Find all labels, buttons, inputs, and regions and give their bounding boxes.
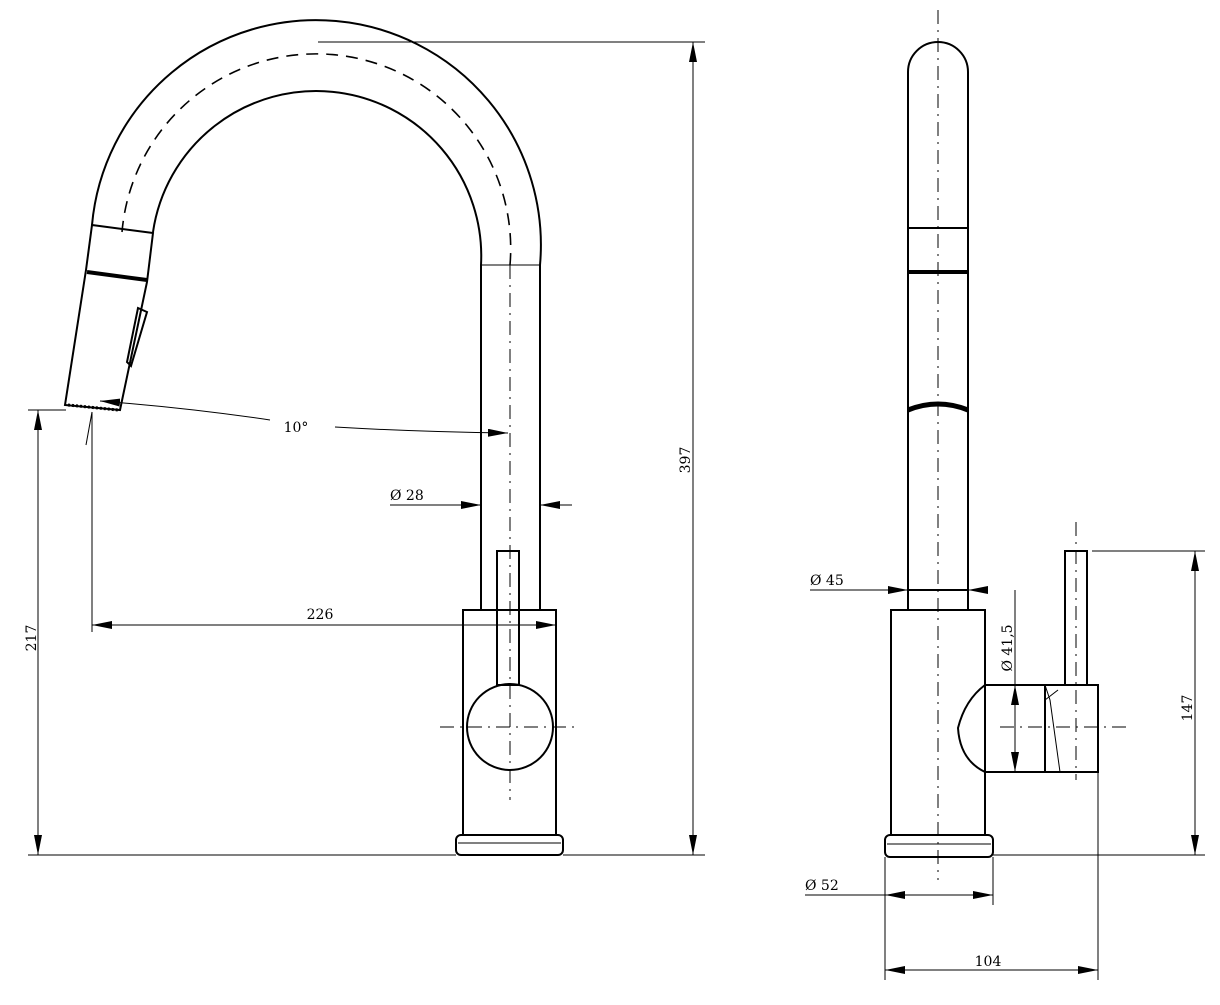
lever-handle [440,550,580,771]
total-height-label: 397 [678,447,694,474]
angle-label: 10° [284,420,309,436]
base-diameter-label: Ø 52 [805,878,839,894]
side-body [884,590,994,858]
spout-arc [91,19,542,266]
side-spout [907,41,969,591]
side-view: Ø 45 Ø 41,5 147 Ø 52 104 [805,10,1205,980]
pull-down-spray-head [63,223,155,412]
body-diameter-label: Ø 41,5 [1000,624,1016,671]
depth-label: 104 [975,954,1002,970]
side-dimensions: Ø 45 Ø 41,5 147 Ø 52 104 [805,550,1205,980]
spout-diameter-label: Ø 28 [390,488,424,504]
front-view: 397 217 226 Ø 28 10° [24,19,705,856]
front-dimensions: 397 217 226 Ø 28 10° [24,41,705,856]
side-handle [956,522,1130,780]
reach-label: 226 [307,607,334,623]
spout-riser [480,264,541,800]
body [455,609,564,856]
collar-diameter-label: Ø 45 [810,573,844,589]
spout-height-label: 217 [24,625,40,652]
lever-height-label: 147 [1180,695,1196,722]
